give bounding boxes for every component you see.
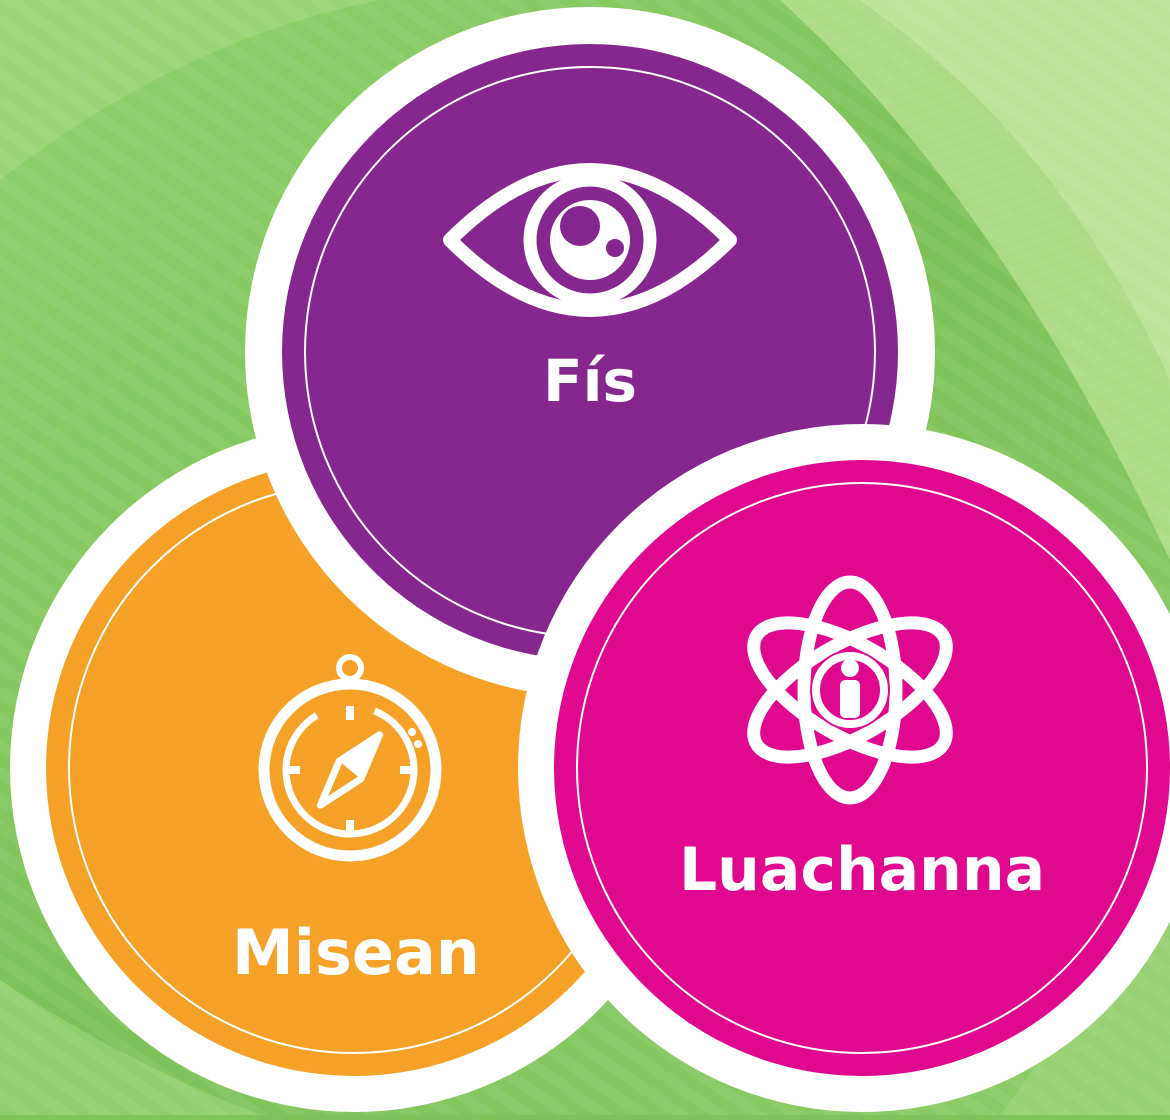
values-circle	[518, 424, 1170, 1112]
compass-icon	[258, 654, 442, 862]
eye-icon	[443, 163, 737, 317]
mission-label: Misean	[232, 916, 480, 989]
atom-person-icon	[747, 575, 953, 805]
values-label: Luachanna	[678, 835, 1046, 905]
vision-label: Fís	[542, 347, 638, 415]
